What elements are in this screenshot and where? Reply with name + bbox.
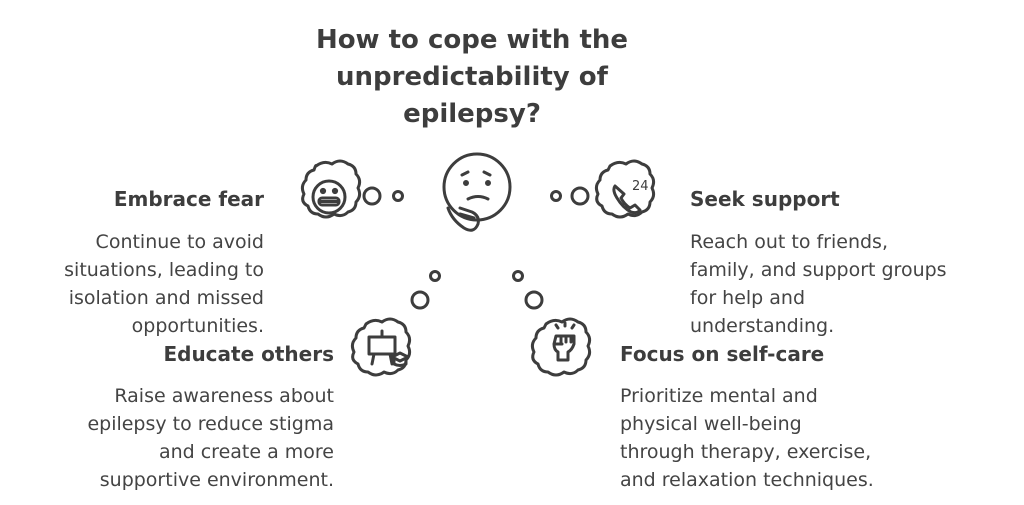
- item-description-seek-support: Reach out to friends, family, and suppor…: [690, 231, 947, 337]
- item-label-seek-support: Seek support: [690, 187, 840, 211]
- raised-fist-icon: [530, 317, 592, 377]
- thinking-face-icon: [442, 152, 512, 232]
- item-description-educate-others: Raise awareness about epilepsy to reduce…: [87, 385, 334, 491]
- item-label-embrace-fear: Embrace fear: [113, 187, 264, 211]
- item-description-embrace-fear: Continue to avoid situations, leading to…: [64, 231, 264, 337]
- item-description-focus-self-care: Prioritize mental and physical well-bein…: [620, 385, 874, 491]
- item-label-educate-others: Educate others: [163, 342, 334, 366]
- grimace-face-icon: [300, 159, 362, 219]
- teaching-board-icon: [350, 317, 412, 377]
- item-label-focus-self-care: Focus on self-care: [620, 342, 825, 366]
- svg-text:24: 24: [632, 179, 649, 194]
- phone-24-icon: 24: [594, 159, 656, 219]
- diagram-title: How to cope with the unpredictability of…: [315, 25, 629, 129]
